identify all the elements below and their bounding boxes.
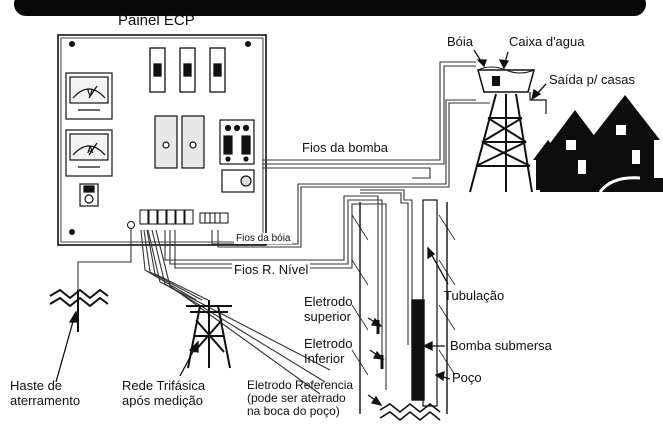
ground-waves bbox=[379, 402, 441, 422]
ground-rod bbox=[49, 288, 109, 332]
electrode-lower-label: Eletrodo Inferior bbox=[304, 336, 352, 366]
house-path bbox=[598, 176, 641, 193]
submersible-pump-label: Bomba submersa bbox=[450, 338, 552, 353]
electrode-upper-line-1: Eletrodo bbox=[304, 294, 353, 309]
houses bbox=[533, 95, 663, 192]
panel-title: Painel ECP bbox=[118, 12, 195, 29]
voltmeter-symbol: V bbox=[87, 88, 93, 98]
piping-label: Tubulação bbox=[444, 288, 505, 303]
pump-wires-label: Fios da bomba bbox=[300, 140, 390, 155]
top-bar bbox=[14, 0, 646, 16]
well bbox=[351, 199, 456, 414]
electrode-lower-line-2: Inferior bbox=[304, 351, 345, 366]
ground-rod-line-2: aterramento bbox=[10, 393, 81, 408]
three-phase-grid-line-1: Rede Trifásica bbox=[122, 378, 206, 393]
electrode-upper-label: Eletrodo superior bbox=[304, 294, 352, 324]
ammeter bbox=[65, 129, 113, 177]
level-relays bbox=[154, 115, 205, 169]
three-phase-grid-line-2: após medição bbox=[122, 393, 203, 408]
outlet-houses-label: Saída p/ casas bbox=[549, 72, 635, 87]
three-phase-grid-label: Rede Trifásica após medição bbox=[122, 378, 205, 408]
reference-electrode-label: Eletrodo Referencia (pode ser aterrado n… bbox=[247, 379, 353, 418]
reference-electrode-line-2: (pode ser aterrado bbox=[247, 391, 346, 405]
circuit-breakers bbox=[149, 47, 226, 93]
float-switch-label: Bóia bbox=[447, 34, 474, 49]
contactor bbox=[219, 119, 255, 193]
voltmeter bbox=[65, 72, 113, 120]
grid-tower bbox=[186, 300, 232, 369]
house-windows bbox=[566, 125, 640, 174]
ground-rod-line-1: Haste de bbox=[10, 378, 63, 393]
ammeter-symbol: A bbox=[87, 145, 94, 155]
reference-electrode-line-1: Eletrodo Referencia bbox=[247, 378, 354, 392]
electrode-lower-line-1: Eletrodo bbox=[304, 336, 353, 351]
water-tower bbox=[469, 66, 547, 193]
selector-switch bbox=[79, 183, 99, 207]
wiring bbox=[77, 61, 490, 395]
ground-rod-label: Haste de aterramento bbox=[10, 378, 80, 408]
well-label: Poço bbox=[452, 370, 482, 385]
terminal-block bbox=[127, 209, 229, 229]
level-wires-label: Fios R. Nível bbox=[232, 262, 311, 277]
pointer-arrows bbox=[55, 49, 547, 406]
reference-electrode-line-3: na boca do poço) bbox=[247, 404, 340, 418]
water-tank-label: Caixa d'agua bbox=[509, 34, 585, 49]
electrode-upper-line-2: superior bbox=[304, 309, 351, 324]
float-wires-label: Fios da bóia bbox=[234, 233, 293, 244]
